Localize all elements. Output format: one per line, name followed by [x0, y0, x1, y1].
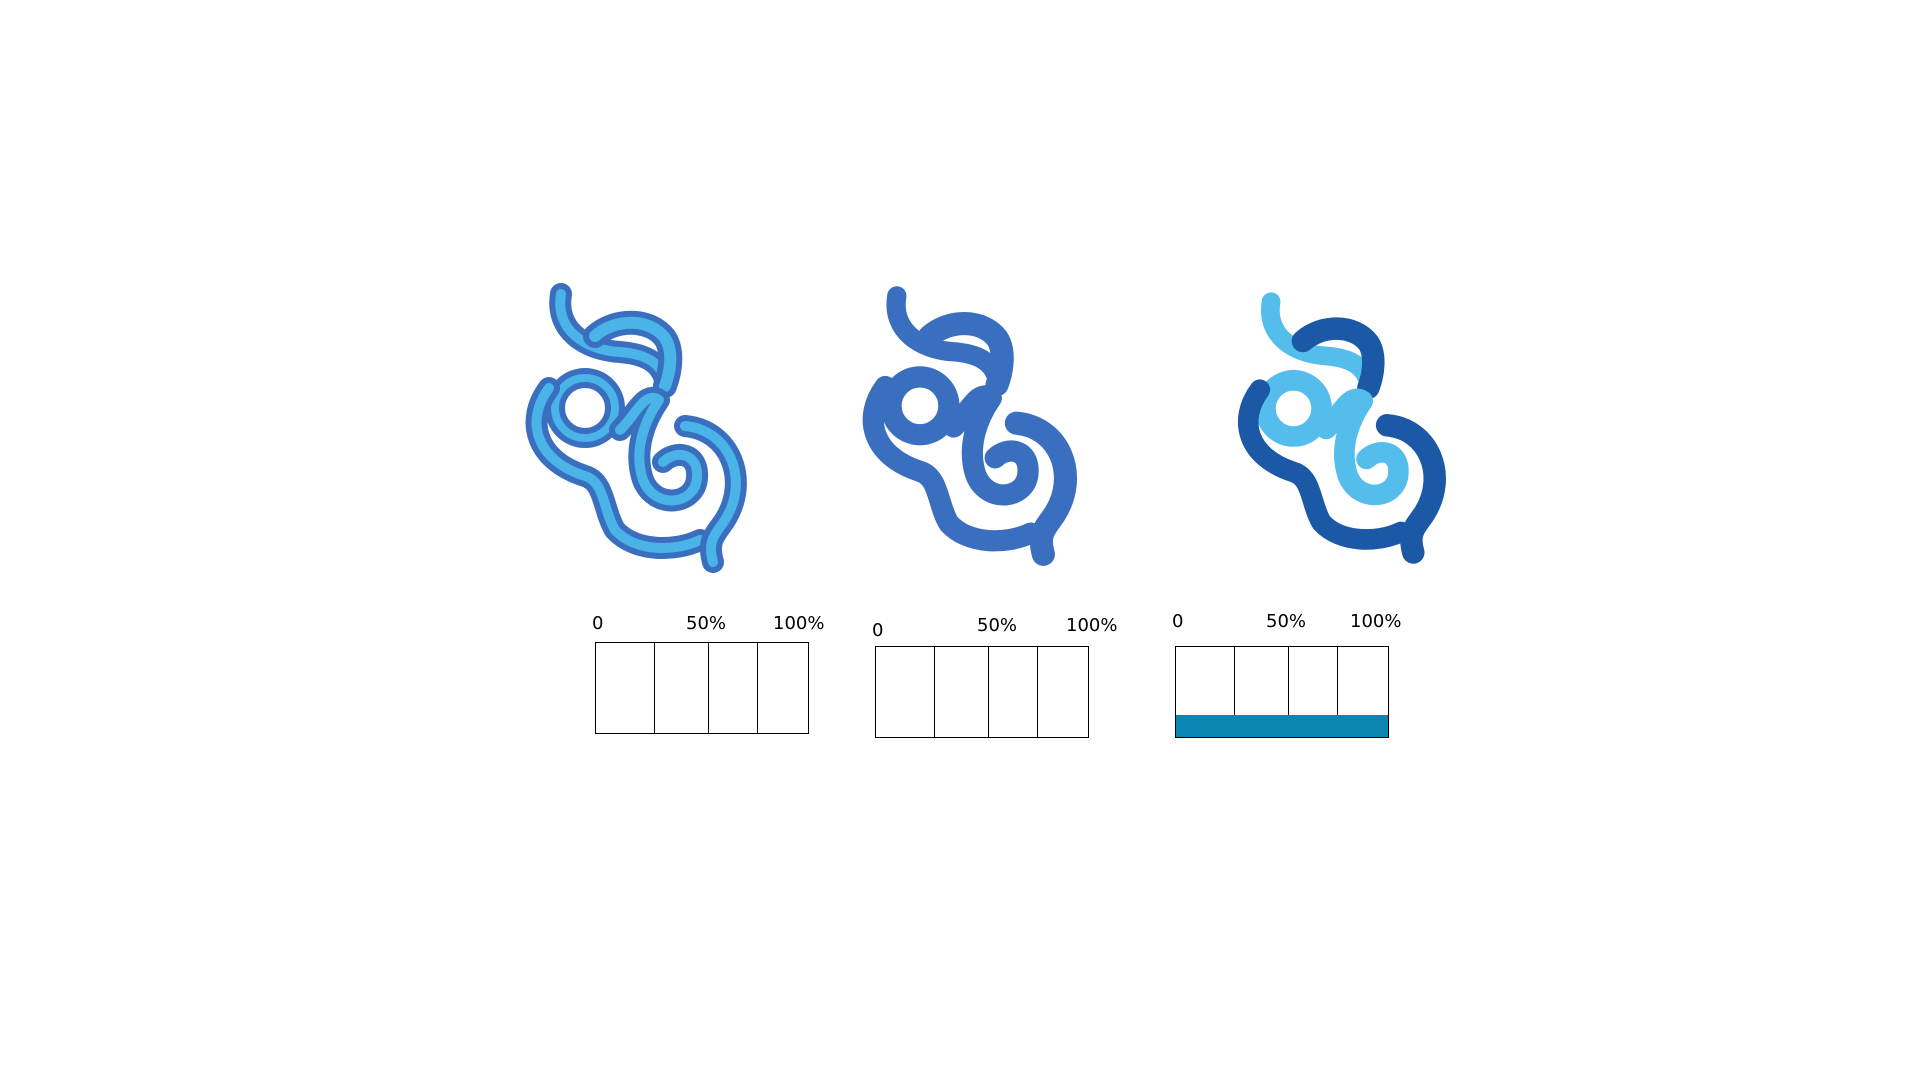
scale-label-50: 50%	[1266, 611, 1307, 632]
scale-divider	[934, 647, 935, 737]
scale-box	[875, 646, 1089, 738]
scale-divider	[1037, 647, 1038, 737]
logo-outlined-two-tone	[525, 283, 755, 573]
scale-label-50: 50%	[686, 613, 727, 634]
swirl-logo-icon	[525, 283, 747, 573]
scale-outlined-two-tone: 0 50% 100%	[590, 612, 830, 737]
scale-box	[1175, 646, 1389, 738]
scale-split-two-tone: 0 50% 100%	[1170, 612, 1420, 742]
scale-label-0: 0	[872, 620, 884, 641]
scale-label-100: 100%	[1066, 615, 1118, 636]
scale-label-100: 100%	[1350, 611, 1402, 632]
scale-divider	[1288, 647, 1289, 737]
scale-divider	[654, 643, 655, 733]
scale-divider	[757, 643, 758, 733]
scale-box	[595, 642, 809, 734]
logo-solid-single-tone	[858, 286, 1088, 566]
logo-split-two-tone	[1235, 292, 1455, 564]
scale-divider	[1337, 647, 1338, 737]
swirl-logo-icon	[862, 286, 1077, 566]
swirl-logo-icon	[1237, 292, 1446, 564]
scale-divider	[708, 643, 709, 733]
scale-divider	[1234, 647, 1235, 737]
scale-solid-single-tone: 0 50% 100%	[870, 612, 1120, 742]
scale-label-0: 0	[592, 613, 604, 634]
scale-label-0: 0	[1172, 611, 1184, 632]
scale-label-100: 100%	[773, 613, 825, 634]
scale-label-50: 50%	[977, 615, 1018, 636]
scale-divider	[988, 647, 989, 737]
scale-fill	[1176, 714, 1388, 737]
